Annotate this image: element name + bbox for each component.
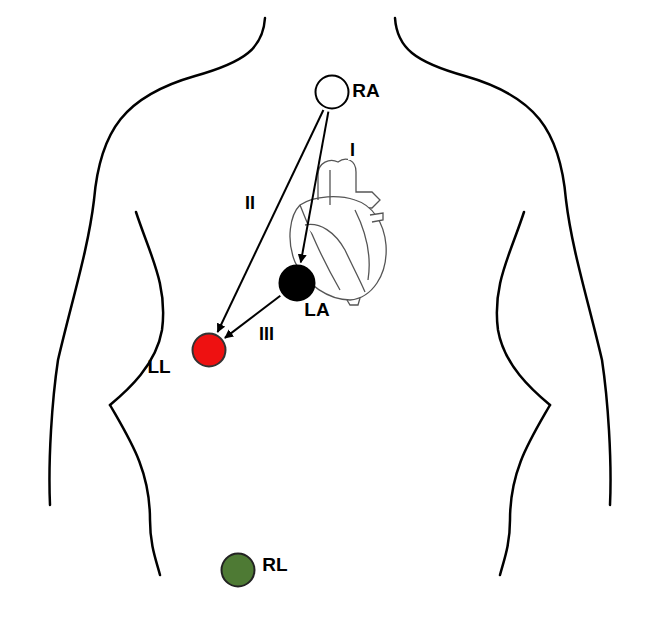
- electrode-shape: [193, 334, 226, 367]
- right-hip: [500, 405, 550, 575]
- left-torso: [110, 212, 163, 405]
- electrode-circle: [191, 332, 227, 368]
- right-torso: [497, 212, 550, 405]
- left-shoulder-arm: [49, 18, 265, 505]
- electrode-label: LA: [304, 300, 329, 319]
- electrode-shape: [222, 554, 255, 587]
- lead-label: I: [348, 140, 357, 160]
- electrode-shape: [316, 76, 349, 109]
- lead-label: II: [243, 193, 257, 213]
- electrode-circle: [278, 264, 316, 302]
- electrode-la: LA: [278, 264, 316, 302]
- left-hip: [110, 405, 160, 575]
- electrode-ra: RA: [314, 74, 350, 110]
- electrode-label: RA: [352, 81, 379, 100]
- electrode-label: RL: [262, 555, 287, 574]
- electrode-shape: [280, 266, 315, 301]
- electrode-rl: RL: [220, 552, 256, 588]
- lead-arrow: [301, 112, 329, 263]
- right-shoulder-arm: [395, 18, 611, 505]
- electrode-label: LL: [147, 357, 170, 376]
- electrode-circle: [220, 552, 256, 588]
- electrode-ll: LL: [191, 332, 227, 368]
- lead-label: III: [257, 324, 276, 344]
- electrode-circle: [314, 74, 350, 110]
